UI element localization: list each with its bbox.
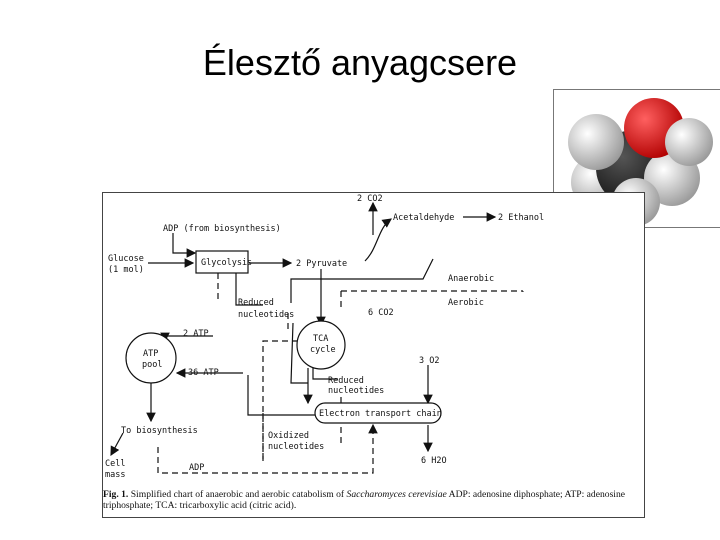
label-adp-biosynthesis: ADP (from biosynthesis): [163, 224, 281, 234]
label-co2-tca: 6 CO2: [368, 308, 394, 318]
etc-box: [314, 402, 442, 424]
label-etc: Electron transport chain: [319, 409, 442, 419]
tca-circle: [296, 320, 346, 370]
label-2atp: 2 ATP: [183, 329, 209, 339]
label-aerobic: Aerobic: [448, 298, 484, 308]
label-glucose: Glucose: [108, 254, 144, 264]
caption-text-1: Simplified chart of anaerobic and aerobi…: [128, 489, 347, 500]
glycolysis-box: [195, 250, 249, 274]
label-anaerobic: Anaerobic: [448, 274, 494, 284]
atp-pool-circle: [125, 332, 177, 384]
label-mass: mass: [105, 470, 125, 480]
slide-title: Élesztő anyagcsere: [202, 42, 518, 83]
label-h2o: 6 H2O: [421, 456, 447, 466]
label-reduced-1: Reduced: [238, 298, 274, 308]
label-biosynthesis: To biosynthesis: [121, 426, 198, 436]
label-nucleotides-2: nucleotides: [328, 386, 384, 396]
figure-caption: Fig. 1. Simplified chart of anaerobic an…: [103, 489, 644, 511]
metabolism-figure: ADP (from biosynthesis) Glucose (1 mol) …: [102, 192, 645, 518]
label-glucose-mol: (1 mol): [108, 265, 144, 275]
label-atp-pool: ATP: [143, 349, 158, 359]
label-nucleotides-3: nucleotides: [268, 442, 324, 452]
caption-fig-label: Fig. 1.: [103, 489, 129, 500]
label-oxidized: Oxidized: [268, 431, 309, 441]
label-co2-top: 2 CO2: [357, 194, 383, 204]
label-nucleotides-1: nucleotides: [238, 310, 294, 320]
label-o2: 3 O2: [419, 356, 439, 366]
label-cell: Cell: [105, 459, 125, 469]
label-adp-bottom: ADP: [189, 463, 204, 473]
caption-text-2: ADP: adenosine diphosphate; ATP: adenosi…: [103, 489, 626, 511]
label-glycolysis: Glycolysis: [201, 258, 252, 268]
label-acetaldehyde: Acetaldehyde: [393, 213, 454, 223]
label-ethanol: 2 Ethanol: [498, 213, 544, 223]
label-tca: TCA: [313, 334, 328, 344]
caption-species: Saccharomyces cerevisiae: [346, 489, 447, 500]
label-reduced-2: Reduced: [328, 376, 364, 386]
label-pool: pool: [142, 360, 162, 370]
label-pyruvate: 2 Pyruvate: [296, 259, 347, 269]
label-cycle: cycle: [310, 345, 336, 355]
label-36atp: 36 ATP: [188, 368, 219, 378]
